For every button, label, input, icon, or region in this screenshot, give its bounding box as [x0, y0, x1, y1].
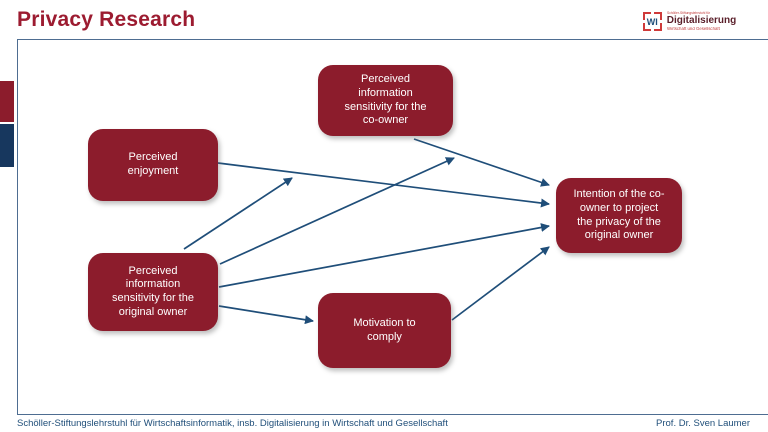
wi-bracket-corner — [642, 23, 651, 31]
chair-logo: WI Schöller-Stiftungslehrstuhl für Digit… — [642, 9, 752, 34]
logo-topline: Schöller-Stiftungslehrstuhl für — [666, 11, 710, 15]
wi-logo-icon: WI — [642, 12, 662, 31]
node-motivation-to-comply: Motivation to comply — [318, 293, 451, 368]
footer-chair-name: Schöller-Stiftungslehrstuhl für Wirtscha… — [17, 418, 448, 429]
logo-name: Digitalisierung — [666, 15, 737, 26]
wi-bracket-corner — [642, 12, 651, 20]
wi-bracket-corner — [653, 23, 662, 31]
logo-subtitle: Wirtschaft und Gesellschaft — [666, 27, 720, 32]
node-sensitivity-co-owner: Perceived information sensitivity for th… — [318, 65, 453, 136]
accent-bar-maroon — [0, 81, 14, 122]
wi-logo-letters: WI — [646, 16, 658, 27]
accent-bar-navy — [0, 124, 14, 167]
page-title: Privacy Research — [17, 8, 196, 31]
content-frame — [17, 39, 768, 415]
wi-bracket-corner — [653, 12, 662, 20]
logo-text: Schöller-Stiftungslehrstuhl für Digitali… — [667, 9, 752, 34]
node-sensitivity-original-owner: Perceived information sensitivity for th… — [88, 253, 218, 331]
footer-author: Prof. Dr. Sven Laumer — [656, 418, 750, 429]
node-intention-co-owner: Intention of the co- owner to project th… — [556, 178, 682, 253]
node-perceived-enjoyment: Perceived enjoyment — [88, 129, 218, 201]
